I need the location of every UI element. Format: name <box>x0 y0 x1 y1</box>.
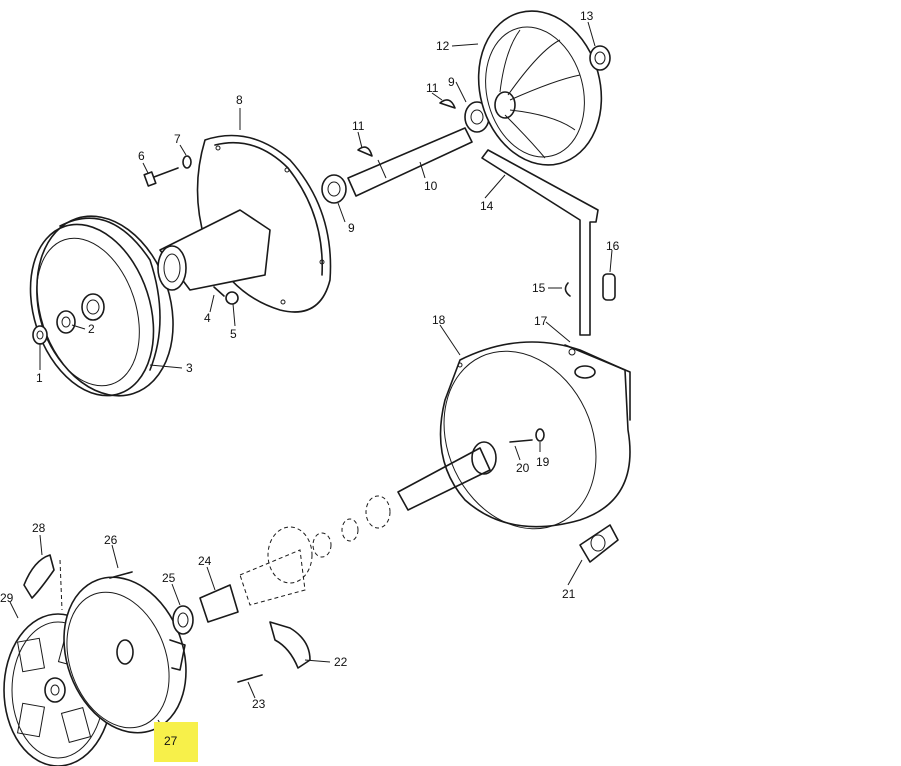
part-11-key-lower <box>357 146 373 157</box>
part-28-dash <box>59 559 63 611</box>
part-12-spoked-housing <box>477 10 603 166</box>
label-9-upper: 9 <box>448 75 455 89</box>
part-25-seal-bore <box>177 612 189 628</box>
part-4-bolt <box>213 286 225 297</box>
part-15-clip <box>564 282 571 297</box>
label-5: 5 <box>230 327 237 341</box>
part-1-nut <box>32 325 48 345</box>
part-28-bracket <box>23 554 55 599</box>
label-28: 28 <box>32 521 46 535</box>
label-26: 26 <box>104 533 118 547</box>
label-23: 23 <box>252 697 266 711</box>
label-13: 13 <box>580 9 594 23</box>
part-24-sleeve <box>199 584 239 623</box>
leader-lines <box>9 21 613 741</box>
part-9-bearing-lower <box>321 174 347 204</box>
label-12: 12 <box>436 39 450 53</box>
label-6: 6 <box>138 149 145 163</box>
part-26-bolt <box>109 571 133 579</box>
label-1: 1 <box>36 371 43 385</box>
part-20-bolt <box>509 439 533 443</box>
label-7: 7 <box>174 132 181 146</box>
label-22: 22 <box>334 655 348 669</box>
label-18: 18 <box>432 313 446 327</box>
label-16: 16 <box>606 239 620 253</box>
part-23-pin <box>237 674 263 683</box>
label-11-lower: 11 <box>352 119 365 133</box>
part-17-boss <box>568 348 576 356</box>
label-10: 10 <box>424 179 438 193</box>
label-8: 8 <box>236 93 243 107</box>
label-19: 19 <box>536 455 550 469</box>
part-13-bearing <box>589 45 611 71</box>
part-19-washer <box>535 428 545 442</box>
part-10-shaft <box>347 127 473 197</box>
part-labels: 1 2 3 4 5 6 7 8 9 9 10 11 11 12 13 14 15… <box>0 9 620 711</box>
label-9-lower: 9 <box>348 221 355 235</box>
part-2-washer <box>56 310 76 334</box>
gear-shaft <box>239 441 497 606</box>
part-8-housing <box>157 134 332 313</box>
label-17: 17 <box>534 314 548 328</box>
part-27-brake-drum <box>63 576 187 734</box>
label-29: 29 <box>0 591 14 605</box>
label-24: 24 <box>198 554 212 568</box>
pulley-hub <box>81 293 105 321</box>
part-11-key-upper <box>439 99 456 109</box>
part-14-lever <box>481 149 599 336</box>
part-6-bolt <box>143 167 179 187</box>
part-13-bearing-bore <box>594 51 606 65</box>
part-16-pin <box>602 273 616 301</box>
part-22-fork <box>269 621 311 669</box>
label-11-upper: 11 <box>426 81 439 95</box>
label-14: 14 <box>480 199 494 213</box>
label-15: 15 <box>532 281 546 295</box>
highlight-box-27 <box>154 722 198 762</box>
part-18-casing <box>439 341 631 530</box>
label-25: 25 <box>162 571 176 585</box>
part-21-gasket <box>579 524 619 563</box>
label-27: 27 <box>164 734 178 748</box>
part-21-gasket-hole <box>590 534 606 552</box>
label-20: 20 <box>516 461 530 475</box>
label-2: 2 <box>88 322 95 336</box>
part-25-seal <box>172 605 194 635</box>
label-3: 3 <box>186 361 193 375</box>
part-7-lockwasher <box>182 155 192 169</box>
label-21: 21 <box>562 587 576 601</box>
part-5-nut <box>225 291 239 305</box>
label-4: 4 <box>204 311 211 325</box>
pulley-hub-bore <box>86 299 100 315</box>
